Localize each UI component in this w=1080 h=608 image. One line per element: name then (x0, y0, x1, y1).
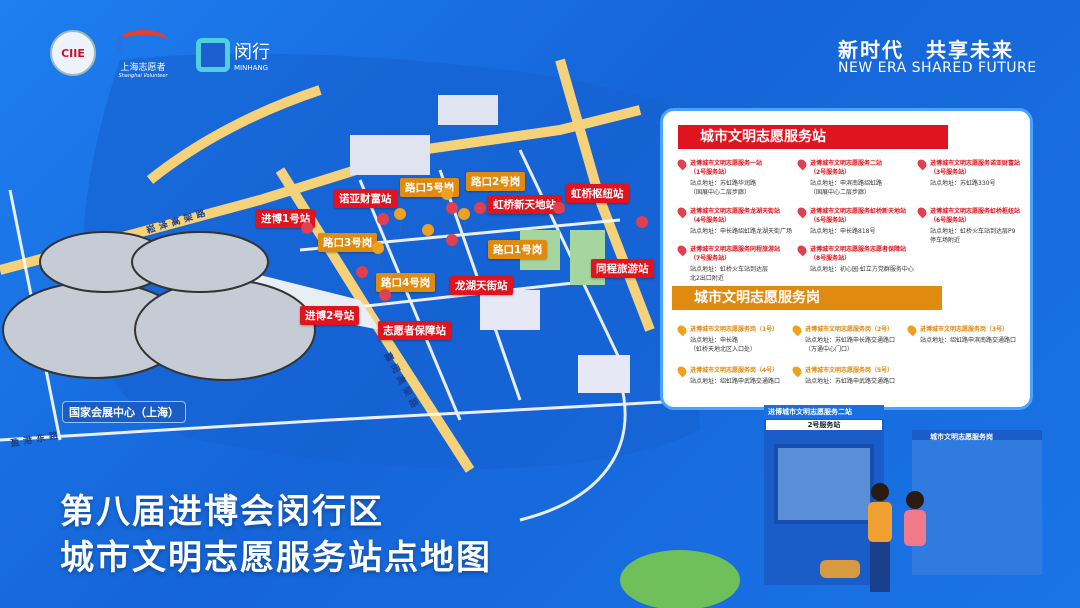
post-legend-address: 站点地址：苏虹路申武路交通路口 (805, 378, 896, 385)
post-label[interactable]: 路口5号岗 (400, 178, 460, 197)
station-legend-name: 进博城市文明志愿服务志愿者保障站（8号服务站） (798, 245, 916, 263)
stations-legend-header: 城市文明志愿服务站 (678, 125, 948, 149)
station-legend-address: 站点地址：苏虹路华润路（国展中心二层步廊） (690, 180, 757, 196)
station-legend-name: 进博城市文明志愿服务虹桥枢纽站（6号服务站） (918, 207, 1036, 225)
station-legend-name: 进博城市文明志愿服务二站（2号服务站） (798, 159, 916, 177)
station-legend-item: 进博城市文明志愿服务一站（1号服务站） 站点地址：苏虹路华润路（国展中心二层步廊） (678, 159, 796, 197)
post-legend-name: 进博城市文明志愿服务岗（1号） (678, 325, 796, 334)
ciie-logo-text: CIIE (50, 30, 96, 76)
station-label[interactable]: 龙湖天街站 (450, 276, 513, 295)
station-legend-name: 进博城市文明志愿服务龙湖天街站（4号服务站） (678, 207, 796, 225)
station-legend-address: 站点地址：申滨南路绍虹路（国展中心二层步廊） (810, 180, 883, 196)
volunteers-illustration (620, 483, 926, 608)
station-legend-item: 进博城市文明志愿服务诺亚财富站（3号服务站） 站点地址：苏虹路330号 (918, 159, 1036, 188)
minhang-logo-en: MINHANG (234, 64, 269, 72)
station-legend-name: 进博城市文明志愿服务同程旅游站（7号服务站） (678, 245, 796, 263)
post-legend-item: 进博城市文明志愿服务岗（2号） 站点地址：苏虹路申长路交通路口（万通中心门口） (793, 325, 911, 354)
post-legend-name: 进博城市文明志愿服务岗（3号） (908, 325, 1026, 334)
post-legend-item: 进博城市文明志愿服务岗（3号） 站点地址：绍虹路申滨南路交通路口 (908, 325, 1026, 345)
minhang-logo-cn: 闵行 (234, 42, 270, 63)
ciie-logo: CIIE (50, 30, 96, 76)
post-label[interactable]: 路口1号岗 (488, 240, 548, 259)
station-legend-address: 站点地址：申长路绍虹路龙湖天街广场 (690, 228, 793, 235)
booth-sub-sign: 2号服务站 (766, 420, 882, 430)
station-label[interactable]: 诺亚财富站 (334, 189, 397, 208)
station-legend-address: 站点地址：虹桥火车站到达层北2出口附近 (690, 266, 769, 282)
poster-title-line2: 城市文明志愿服务站点地图 (60, 538, 492, 578)
post-label[interactable]: 路口4号岗 (376, 273, 436, 292)
station-legend-name: 进博城市文明志愿服务虹桥新天地站（5号服务站） (798, 207, 916, 225)
volunteer-logo-cn: 上海志愿者 (120, 63, 166, 73)
station-legend-address: 站点地址：申长路818号 (810, 228, 876, 235)
slogan-en: NEW ERA SHARED FUTURE (838, 60, 1037, 76)
service-station-booth: 进博城市文明志愿服务二站 2号服务站 (764, 405, 884, 585)
post-legend-name: 进博城市文明志愿服务岗（4号） (678, 366, 796, 375)
station-legend-item: 进博城市文明志愿服务虹桥新天地站（5号服务站） 站点地址：申长路818号 (798, 207, 916, 236)
slogan-cn: 新时代 共享未来 (838, 38, 1014, 62)
station-legend-address: 站点地址：初心园·虹立方党群服务中心 (810, 266, 914, 273)
station-label[interactable]: 进博2号站 (300, 306, 360, 325)
legend-panel: 城市文明志愿服务站 进博城市文明志愿服务一站（1号服务站） 站点地址：苏虹路华润路… (660, 108, 1033, 410)
station-legend-name: 进博城市文明志愿服务诺亚财富站（3号服务站） (918, 159, 1036, 177)
station-legend-item: 进博城市文明志愿服务龙湖天街站（4号服务站） 站点地址：申长路绍虹路龙湖天街广场 (678, 207, 796, 236)
station-legend-item: 进博城市文明志愿服务志愿者保障站（8号服务站） 站点地址：初心园·虹立方党群服务中… (798, 245, 916, 274)
post-legend-address: 站点地址：绍虹路申滨南路交通路口 (920, 337, 1017, 344)
post-legend-address: 站点地址：申长路（虹桥天地北区入口处） (690, 337, 757, 353)
post-legend-name: 进博城市文明志愿服务岗（5号） (793, 366, 911, 375)
post-label[interactable]: 路口2号岗 (466, 172, 526, 191)
station-legend-item: 进博城市文明志愿服务同程旅游站（7号服务站） 站点地址：虹桥火车站到达层北2出口附… (678, 245, 796, 283)
station-label[interactable]: 志愿者保障站 (378, 321, 451, 340)
venue-label: 国家会展中心（上海） (62, 401, 186, 423)
station-label[interactable]: 同程旅游站 (591, 259, 654, 278)
post-booth-sign: 城市文明志愿服务岗 (930, 433, 993, 441)
volunteer-logo-en: Shanghai Volunteer (118, 73, 168, 79)
post-legend-item: 进博城市文明志愿服务岗（5号） 站点地址：苏虹路申武路交通路口 (793, 366, 911, 386)
posts-legend-header: 城市文明志愿服务岗 (672, 286, 942, 310)
post-legend-address: 站点地址：苏虹路申长路交通路口（万通中心门口） (805, 337, 896, 353)
station-legend-item: 进博城市文明志愿服务二站（2号服务站） 站点地址：申滨南路绍虹路（国展中心二层步廊… (798, 159, 916, 197)
station-legend-address: 站点地址：苏虹路330号 (930, 180, 996, 187)
station-label[interactable]: 虹桥枢纽站 (566, 184, 629, 203)
post-label[interactable]: 路口3号岗 (318, 233, 378, 252)
post-legend-item: 进博城市文明志愿服务岗（1号） 站点地址：申长路（虹桥天地北区入口处） (678, 325, 796, 354)
shanghai-volunteer-logo: 上海志愿者 Shanghai Volunteer (118, 30, 168, 79)
station-label[interactable]: 虹桥新天地站 (488, 195, 561, 214)
service-post-booth: 城市文明志愿服务岗 (912, 430, 1042, 575)
station-label[interactable]: 进博1号站 (256, 209, 316, 228)
poster-title-line1: 第八届进博会闵行区 (60, 492, 384, 532)
post-legend-address: 站点地址：绍虹路申武路交通路口 (690, 378, 781, 385)
booth-sign: 进博城市文明志愿服务二站 (764, 405, 884, 419)
post-legend-item: 进博城市文明志愿服务岗（4号） 站点地址：绍虹路申武路交通路口 (678, 366, 796, 386)
station-legend-name: 进博城市文明志愿服务一站（1号服务站） (678, 159, 796, 177)
post-legend-name: 进博城市文明志愿服务岗（2号） (793, 325, 911, 334)
